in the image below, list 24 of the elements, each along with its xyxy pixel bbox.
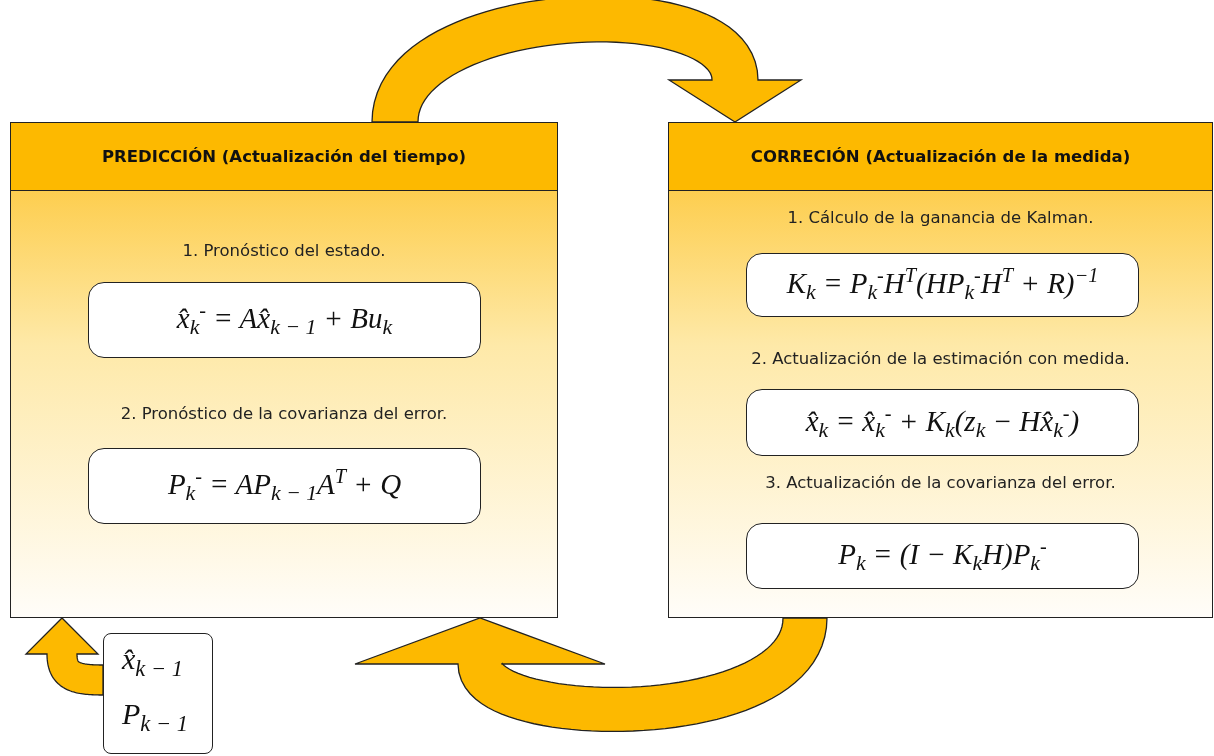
step-label: 1. Pronóstico del estado. bbox=[181, 241, 387, 260]
curved-arrow bbox=[371, 0, 804, 123]
step-label: 2. Actualización de la estimación con medida. bbox=[750, 349, 1131, 368]
formula-box bbox=[746, 389, 1139, 456]
formula: x̂$_{k}$ = x̂$_{k}$$^{-}$ + K$_{k}$(z$_{k}$ − Hx̂$_{k}$$^{-}$) bbox=[805, 401, 1080, 444]
formula-box bbox=[746, 253, 1139, 317]
panel-heading: PREDICCIÓN (Actualización del tiempo) bbox=[11, 123, 557, 191]
formula: P$_{k − 1}$ bbox=[122, 697, 188, 737]
curved-arrow bbox=[354, 617, 828, 733]
formula-box bbox=[746, 523, 1139, 589]
step-label: 3. Actualización de la covarianza del error. bbox=[764, 473, 1117, 492]
formula: K$_{k}$ = P$_{k}$$^{-}$H$^{T}$(HP$_{k}$$^{-}$H$^{T}$ + R)$^{−1}$ bbox=[786, 264, 1099, 306]
formula-box bbox=[88, 448, 481, 524]
panel-heading: CORRECIÓN (Actualización de la medida) bbox=[669, 123, 1212, 191]
formula: x̂$_{k}$$^{-}$ = Ax̂$_{k − 1}$ + Bu$_{k}$ bbox=[176, 299, 393, 341]
formula: P$_{k}$$^{-}$ = AP$_{k − 1}$A$^{T}$ + Q bbox=[167, 465, 402, 507]
formula: x̂$_{k − 1}$ bbox=[122, 642, 183, 682]
panel bbox=[10, 122, 558, 618]
initial-values-box bbox=[103, 633, 213, 754]
curved-arrow bbox=[24, 617, 104, 696]
step-label: 2. Pronóstico de la covarianza del error. bbox=[119, 404, 449, 423]
panel bbox=[668, 122, 1213, 618]
step-label: 1. Cálculo de la ganancia de Kalman. bbox=[786, 208, 1095, 227]
formula-box bbox=[88, 282, 481, 358]
